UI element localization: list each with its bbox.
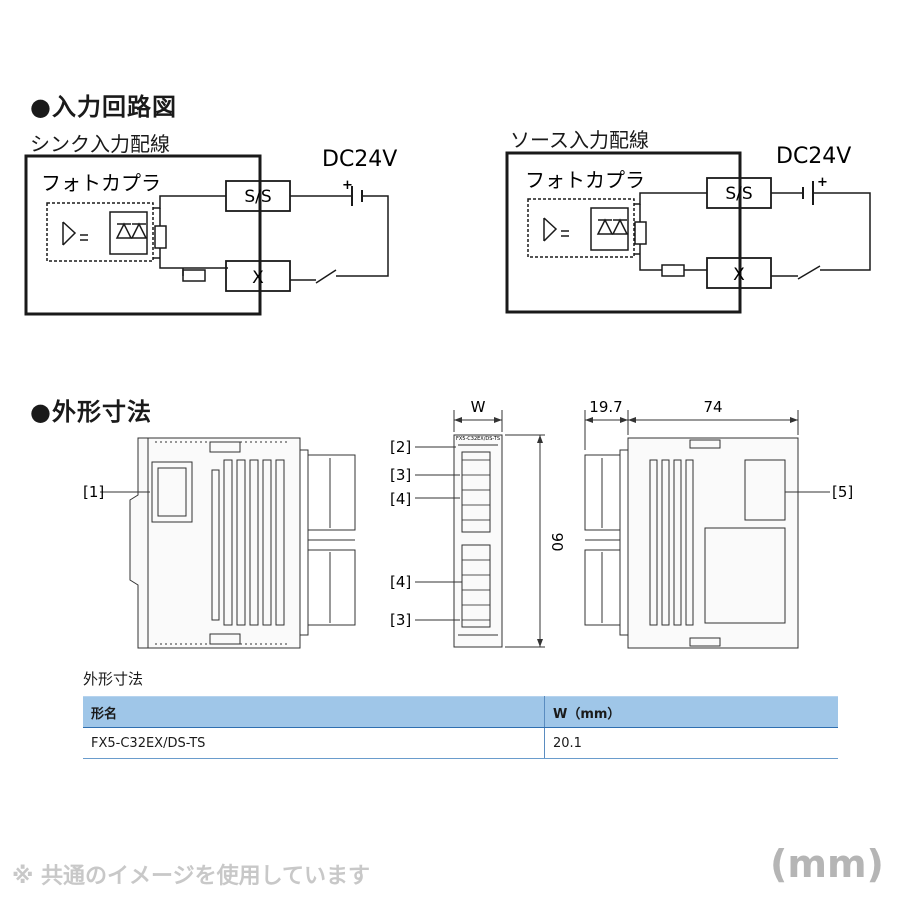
dimension-drawings: W 90 19.7 74 FX5-C32EX/DS-TS [1] [2] [3]… bbox=[83, 398, 853, 649]
sink-title: シンク入力配線 bbox=[30, 132, 170, 156]
sink-x-terminal: X bbox=[252, 268, 264, 288]
front-view bbox=[100, 437, 356, 649]
side-view bbox=[415, 410, 545, 648]
source-voltage: DC24V bbox=[776, 144, 851, 169]
source-battery-plus: + bbox=[817, 175, 828, 190]
dim-depth-2: 74 bbox=[703, 398, 722, 416]
sink-battery-plus: + bbox=[342, 178, 353, 193]
sink-photocoupler-label: フォトカプラ bbox=[41, 171, 161, 195]
table-header-row: 形名 W（mm） bbox=[83, 696, 838, 728]
module-print: FX5-C32EX/DS-TS bbox=[456, 436, 500, 442]
sink-wiring-diagram: フォトカプラ DC24V + S/S X bbox=[24, 147, 397, 316]
unit-label: (mm) bbox=[770, 842, 884, 886]
callout-2: [2] bbox=[390, 438, 411, 456]
callout-5: [5] bbox=[832, 483, 853, 501]
table-row: FX5-C32EX/DS-TS 20.1 bbox=[83, 727, 838, 759]
cell-width: 20.1 bbox=[544, 727, 838, 759]
sink-ss-terminal: S/S bbox=[244, 187, 271, 207]
dimension-heading: ●外形寸法 bbox=[30, 398, 152, 426]
header-width: W（mm） bbox=[544, 696, 838, 728]
dim-height-value: 90 bbox=[548, 532, 566, 551]
source-title: ソース入力配線 bbox=[510, 128, 649, 152]
source-wiring-diagram: フォトカプラ DC24V + S/S X bbox=[505, 144, 871, 314]
callout-1: [1] bbox=[83, 483, 104, 501]
table-caption: 外形寸法 bbox=[83, 670, 144, 688]
sink-voltage: DC24V bbox=[322, 147, 397, 172]
callout-4-upper: [4] bbox=[390, 490, 411, 508]
source-ss-terminal: S/S bbox=[725, 184, 752, 204]
dimension-table: 形名 W（mm） FX5-C32EX/DS-TS 20.1 bbox=[83, 696, 838, 759]
cell-model: FX5-C32EX/DS-TS bbox=[83, 727, 545, 759]
dim-depth-1: 19.7 bbox=[589, 398, 622, 416]
callout-3-upper: [3] bbox=[390, 466, 411, 484]
source-x-terminal: X bbox=[733, 265, 745, 285]
callout-4-lower: [4] bbox=[390, 573, 411, 591]
callout-3-lower: [3] bbox=[390, 611, 411, 629]
dim-width-label: W bbox=[471, 398, 486, 416]
rear-view bbox=[584, 410, 830, 649]
header-model: 形名 bbox=[83, 696, 545, 728]
source-photocoupler-label: フォトカプラ bbox=[525, 168, 645, 192]
circuit-heading: ●入力回路図 bbox=[30, 93, 177, 121]
footer-note: ※ 共通のイメージを使用しています bbox=[12, 864, 370, 889]
